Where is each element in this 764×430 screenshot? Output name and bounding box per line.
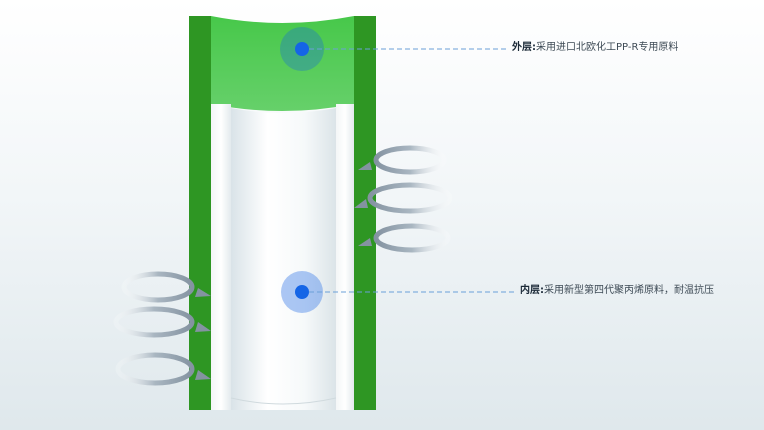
inner-layer-left-wall — [211, 104, 231, 410]
outer-layer-callout: 外层:采用进口北欧化工PP-R专用原料 — [512, 41, 678, 55]
inner-marker-dot — [295, 285, 309, 299]
swirl-arrow-icon — [115, 352, 211, 386]
swirl-arrow-icon — [113, 306, 211, 338]
pipe-bore — [231, 108, 336, 410]
outer-layer-right-wall — [354, 16, 376, 410]
bore-bottom-edge — [230, 397, 337, 405]
outer-layer-rim — [211, 16, 354, 111]
inner-layer-separator: : — [540, 285, 544, 296]
outer-layer-separator: : — [532, 42, 536, 53]
swirl-arrow-icon — [121, 271, 211, 303]
inner-layer-text: 采用新型第四代聚丙烯原料，耐温抗压 — [544, 285, 714, 296]
swirl-arrow-icon — [358, 145, 447, 175]
outer-layer-left-wall — [189, 16, 211, 410]
inner-layer-right-wall — [336, 104, 354, 410]
inner-layer-tag: 内层 — [520, 285, 540, 296]
outer-layer-tag: 外层 — [512, 42, 532, 53]
swirl-arrow-icon — [358, 223, 451, 253]
outer-layer-text: 采用进口北欧化工PP-R专用原料 — [536, 42, 679, 53]
inner-layer-callout: 内层:采用新型第四代聚丙烯原料，耐温抗压 — [520, 284, 714, 298]
swirl-arrow-icon — [354, 182, 453, 214]
outer-marker-dot — [295, 42, 309, 56]
